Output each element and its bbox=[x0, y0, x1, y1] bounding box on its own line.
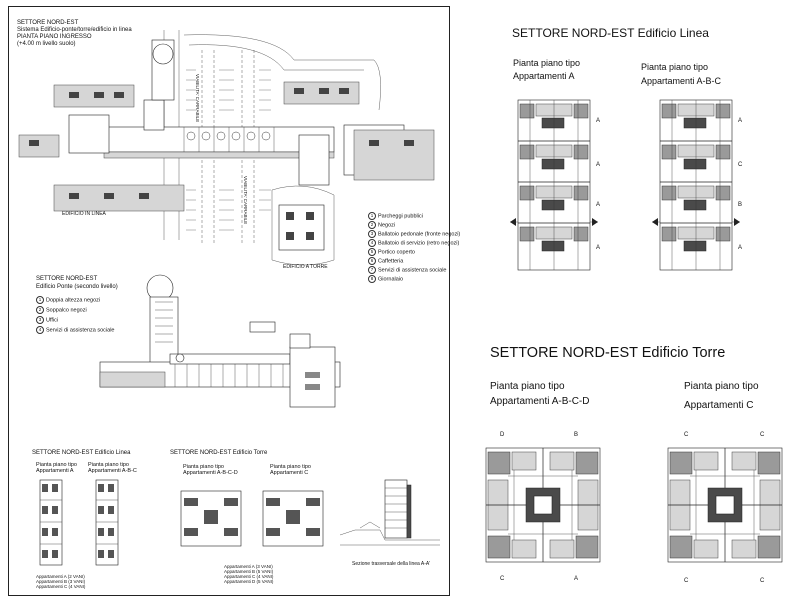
torre-plan-abcd-2: Appartamenti A-B-C-D bbox=[490, 396, 590, 407]
torre-c-marker-tr: C bbox=[760, 432, 765, 438]
legend-num: 6 bbox=[368, 257, 376, 265]
main-title: SETTORE NORD-EST bbox=[17, 20, 79, 26]
linea-plan-a-1: Pianta piano tipo bbox=[513, 58, 581, 68]
small-linea-plan-abc-2: Appartamenti A-B-C bbox=[88, 468, 137, 474]
torre-c-marker-br: C bbox=[760, 578, 765, 584]
small-torre-plan-c-2: Appartamenti C bbox=[270, 470, 309, 476]
legend-num: 3 bbox=[36, 316, 44, 324]
linea-abc-marker-3: B bbox=[738, 202, 743, 208]
linea-a-marker-3: A bbox=[596, 202, 601, 208]
main-subtitle: Sistema Edificio-ponte/torre/edificio in… bbox=[17, 27, 132, 33]
legend-num: 7 bbox=[368, 266, 376, 274]
legend-num: 2 bbox=[36, 306, 44, 314]
main-site-plan bbox=[18, 30, 435, 266]
legend-num: 3 bbox=[368, 230, 376, 238]
linea-plan-abc-2: Appartamenti A-B-C bbox=[641, 76, 722, 86]
legend-text: Parcheggi pubblici bbox=[378, 213, 423, 220]
torre-c-marker-tl: C bbox=[684, 432, 689, 438]
torre-plan-abcd-1: Pianta piano tipo bbox=[490, 381, 565, 392]
small-torre-title: SETTORE NORD-EST Edificio Torre bbox=[170, 450, 268, 456]
linea-a-marker-4: A bbox=[596, 245, 601, 251]
linea-plan-a-2: Appartamenti A bbox=[513, 71, 575, 81]
small-linea-plan-a-2: Appartamenti A bbox=[36, 468, 74, 474]
small-linea-plan-a-1: Pianta piano tipo bbox=[36, 462, 77, 468]
legend-num: 2 bbox=[368, 221, 376, 229]
legend-text: Negozi bbox=[378, 222, 396, 229]
linea-plan-abc-1: Pianta piano tipo bbox=[641, 62, 709, 72]
main-plan-name: PIANTA PIANO INGRESSO bbox=[17, 34, 92, 40]
legend-num: 5 bbox=[368, 248, 376, 256]
legend-text: Giornalaio bbox=[378, 276, 404, 283]
section-caption: Sezione trasversale della linea A-A' bbox=[352, 561, 431, 567]
legend-text: Uffici bbox=[46, 317, 59, 324]
legend-num: 4 bbox=[368, 239, 376, 247]
section-drawing bbox=[339, 479, 440, 546]
torre-abcd-marker-bl: C bbox=[500, 576, 505, 582]
linea-title: SETTORE NORD-EST Edificio Linea bbox=[512, 26, 709, 40]
linea-a-marker-2: A bbox=[596, 162, 601, 168]
torre-plan-c-2: Appartamenti C bbox=[684, 400, 754, 411]
small-torre-plan-abcd-1: Pianta piano tipo bbox=[183, 464, 224, 470]
legend-text: Ballatoio pedonale (fronte negozi) bbox=[378, 231, 461, 238]
legend-num: 1 bbox=[36, 296, 44, 304]
legend-num: 8 bbox=[368, 275, 376, 283]
ponte-subtitle: Edificio Ponte (secondo livello) bbox=[36, 284, 118, 290]
legend-text: Soppalco negozi bbox=[46, 307, 87, 314]
legend-num: 4 bbox=[36, 326, 44, 334]
torre-plan-c-1: Pianta piano tipo bbox=[684, 381, 759, 392]
small-torre-note-1: Appartamenti A (3 VANI) bbox=[224, 564, 273, 569]
torre-c-marker-bl: C bbox=[684, 578, 689, 584]
linea-abc-marker-1: A bbox=[738, 118, 743, 124]
small-linea-note-2: Appartamenti B (3 VANI) bbox=[36, 579, 86, 584]
torre-abcd-marker-br: A bbox=[574, 576, 579, 582]
road-label-2: VIABILITA' CARRABILE bbox=[243, 176, 248, 225]
legend-text: Servizi di assistenza sociale bbox=[378, 267, 447, 274]
torre-plan-abcd bbox=[485, 447, 601, 563]
small-torre-plan-abcd-2: Appartamenti A-B-C-D bbox=[183, 470, 238, 476]
legend-text: Servizi di assistenza sociale bbox=[46, 327, 115, 334]
legend-text: Ballatoio di servizio (retro negozi) bbox=[378, 240, 460, 247]
ponte-title: SETTORE NORD-EST bbox=[36, 276, 98, 282]
small-linea-note-1: Appartamenti A (2 VANI) bbox=[36, 574, 85, 579]
road-label-1: VIABILITA' CARRABILE bbox=[195, 74, 200, 123]
small-torre-plans bbox=[180, 490, 324, 547]
small-torre-note-4: Appartamenti D (5 VANI) bbox=[224, 579, 274, 584]
torre-abcd-marker-tl: D bbox=[500, 432, 505, 438]
label-edificio-in-linea: EDIFICIO IN LINEA bbox=[62, 211, 106, 217]
legend-num: 1 bbox=[368, 212, 376, 220]
small-linea-note-3: Appartamenti C (4 VANI) bbox=[36, 584, 86, 589]
linea-abc-marker-2: C bbox=[738, 162, 743, 168]
linea-abc-marker-4: A bbox=[738, 245, 743, 251]
torre-plan-c bbox=[667, 447, 783, 563]
small-torre-note-3: Appartamenti C (4 VANI) bbox=[224, 574, 274, 579]
small-linea-plans bbox=[39, 479, 119, 566]
ponte-plan bbox=[99, 274, 341, 408]
linea-plan-a bbox=[510, 99, 598, 271]
legend-text: Portico coperto bbox=[378, 249, 415, 256]
small-linea-title: SETTORE NORD-EST Edificio Linea bbox=[32, 450, 131, 456]
label-edificio-a-torre: EDIFICIO A TORRE bbox=[283, 264, 328, 270]
linea-plan-abc bbox=[652, 99, 740, 271]
legend-text: Caffetteria bbox=[378, 258, 404, 265]
linea-a-marker-1: A bbox=[596, 118, 601, 124]
torre-abcd-marker-tr: B bbox=[574, 432, 579, 438]
small-linea-plan-abc-1: Pianta piano tipo bbox=[88, 462, 129, 468]
small-torre-note-2: Appartamenti B (5 VANI) bbox=[224, 569, 274, 574]
legend-text: Doppia altezza negozi bbox=[46, 297, 101, 304]
small-torre-plan-c-1: Pianta piano tipo bbox=[270, 464, 311, 470]
torre-title: SETTORE NORD-EST Edificio Torre bbox=[490, 345, 726, 361]
main-level: (+4.00 m livello suolo) bbox=[17, 41, 76, 47]
